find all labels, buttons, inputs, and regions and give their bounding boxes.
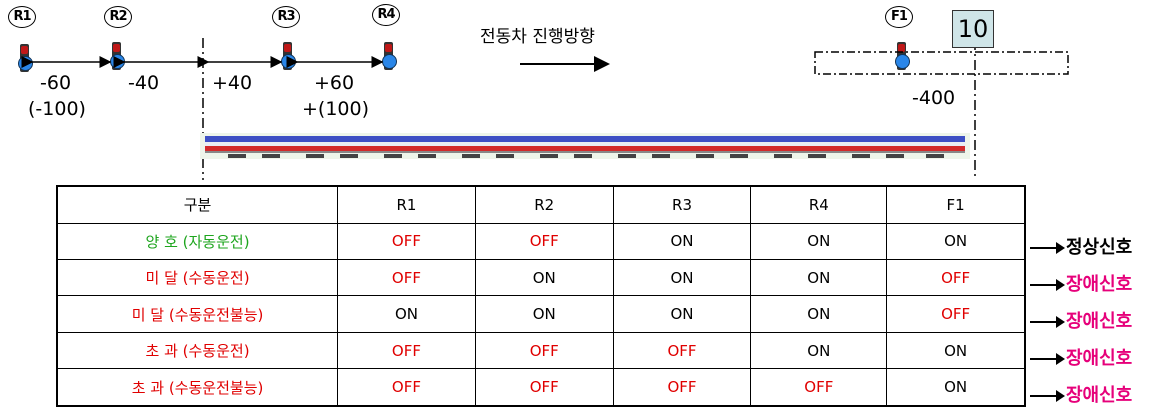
result-label: 장애신호 <box>1066 348 1133 369</box>
table-cell: OFF <box>337 368 476 407</box>
result-row-3: 장애신호 <box>1030 344 1132 370</box>
table-cell: ON <box>750 222 888 261</box>
table-cell: ON <box>886 331 1026 370</box>
table-header: 구분 <box>56 185 339 224</box>
row-label: 양 호 (자동운전) <box>56 222 339 261</box>
table-row: 미 달 (수동운전) OFF ON ON ON OFF <box>56 259 1026 297</box>
table-cell: ON <box>750 259 888 297</box>
table-cell: OFF <box>612 331 752 370</box>
table-cell: ON <box>474 259 614 297</box>
table-cell: OFF <box>474 368 614 407</box>
right-arrow-icon <box>1030 316 1065 328</box>
right-arrow-icon <box>1030 390 1065 402</box>
result-row-2: 장애신호 <box>1030 307 1132 333</box>
table-cell: ON <box>337 295 476 333</box>
row-label: 미 달 (수동운전) <box>56 259 339 297</box>
table-row: 양 호 (자동운전) OFF OFF ON ON ON <box>56 222 1026 261</box>
result-label: 장애신호 <box>1066 385 1133 406</box>
f1-zone-box <box>814 51 1069 75</box>
table-header: R4 <box>750 185 888 224</box>
table-header: R2 <box>474 185 614 224</box>
train-icon <box>200 133 970 159</box>
result-label: 장애신호 <box>1066 274 1133 295</box>
distance-minus60: -60 <box>40 72 72 94</box>
right-arrow-icon <box>1030 353 1065 365</box>
table-row: 초 과 (수동운전불능) OFF OFF OFF OFF ON <box>56 368 1026 407</box>
table-header-row: 구분 R1 R2 R3 R4 F1 <box>56 185 1026 224</box>
table-cell: ON <box>474 295 614 333</box>
table-cell: OFF <box>474 222 614 261</box>
result-row-4: 장애신호 <box>1030 381 1132 407</box>
result-row-1: 장애신호 <box>1030 270 1132 296</box>
table-cell: OFF <box>337 222 476 261</box>
direction-label: 전동차 진행방향 <box>480 27 595 47</box>
table-cell: OFF <box>337 259 476 297</box>
table-cell: ON <box>886 222 1026 261</box>
signal-status-table: 구분 R1 R2 R3 R4 F1 양 호 (자동운전) OFF OFF ON … <box>56 185 1026 407</box>
table-cell: OFF <box>612 368 752 407</box>
signal-r3-label: R3 <box>272 6 300 28</box>
table-cell: ON <box>750 295 888 333</box>
result-label: 정상신호 <box>1066 237 1133 258</box>
table-cell: ON <box>886 368 1026 407</box>
table-cell: OFF <box>886 295 1026 333</box>
row-label: 초 과 (수동운전) <box>56 331 339 370</box>
table-row: 미 달 (수동운전불능) ON ON ON ON OFF <box>56 295 1026 333</box>
distance-minus100: (-100) <box>28 98 86 120</box>
table-row: 초 과 (수동운전) OFF OFF OFF ON ON <box>56 331 1026 370</box>
table-header: R3 <box>612 185 752 224</box>
result-row-0: 정상신호 <box>1030 233 1132 259</box>
row-label: 초 과 (수동운전불능) <box>56 368 339 407</box>
table-cell: ON <box>750 331 888 370</box>
result-label: 장애신호 <box>1066 311 1133 332</box>
signal-r2-label: R2 <box>104 6 132 28</box>
table-cell: OFF <box>750 368 888 407</box>
row-label: 미 달 (수동운전불능) <box>56 295 339 333</box>
table-cell: ON <box>612 259 752 297</box>
signal-f1-icon <box>895 42 910 70</box>
signal-r1-label: R1 <box>8 6 36 28</box>
right-arrow-icon <box>1030 242 1065 254</box>
diagram-lines <box>21 38 1069 180</box>
table-header: F1 <box>886 185 1026 224</box>
right-arrow-icon <box>1030 279 1065 291</box>
table-cell: ON <box>612 295 752 333</box>
distance-minus400: -400 <box>912 87 956 109</box>
distance-plus40: +40 <box>212 72 253 94</box>
table-cell: OFF <box>474 331 614 370</box>
distance-plus100: +(100) <box>302 98 370 120</box>
number-box: 10 <box>952 10 994 48</box>
signal-f1-label: F1 <box>885 6 913 28</box>
distance-minus40: -40 <box>128 72 160 94</box>
distance-plus60: +60 <box>314 72 355 94</box>
table-cell: OFF <box>886 259 1026 297</box>
signal-r4-label: R4 <box>372 4 400 26</box>
table-cell: ON <box>612 222 752 261</box>
table-header: R1 <box>337 185 476 224</box>
table-cell: OFF <box>337 331 476 370</box>
